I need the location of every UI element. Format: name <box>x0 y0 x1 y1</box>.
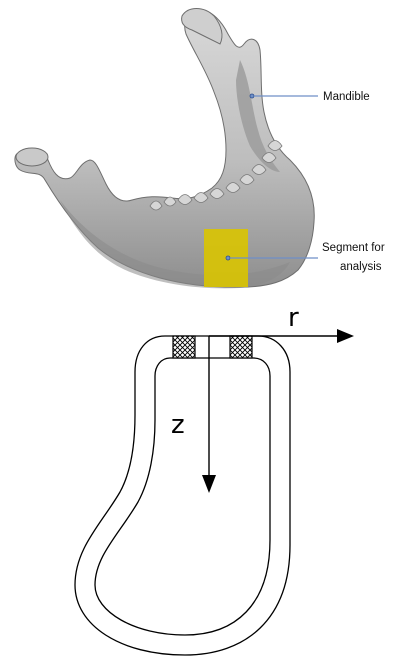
segment-label-line1: Segment for <box>322 242 385 254</box>
r-axis-arrowhead <box>337 329 354 343</box>
z-axis-arrowhead <box>202 475 216 493</box>
outer-contour <box>75 336 290 655</box>
mandible-illustration <box>15 9 314 289</box>
hatched-block-left <box>173 336 195 358</box>
mandible-label: Mandible <box>323 91 370 103</box>
cross-section-schematic <box>75 336 290 655</box>
segment-label-line2: analysis <box>340 261 382 273</box>
hatched-block-right <box>230 336 252 358</box>
z-axis-label: z <box>171 410 185 440</box>
mandible-condyle <box>16 148 48 166</box>
mandible-body <box>15 10 314 287</box>
r-axis-label: r <box>288 303 299 333</box>
inner-contour <box>95 358 270 635</box>
